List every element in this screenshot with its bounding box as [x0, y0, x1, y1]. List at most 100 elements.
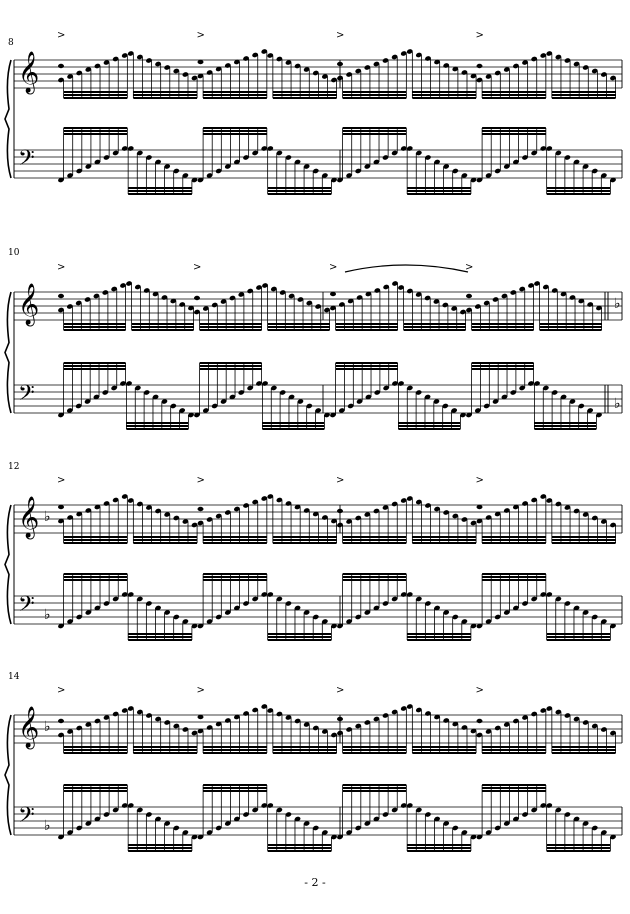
- note-head: [356, 399, 363, 404]
- note-head: [155, 508, 161, 514]
- note-head: [337, 177, 343, 183]
- note-head: [243, 56, 249, 61]
- note-head: [406, 496, 413, 501]
- note-head: [415, 292, 422, 297]
- note-head: [424, 295, 431, 301]
- note-head: [451, 408, 458, 413]
- note-head: [452, 66, 459, 72]
- note-head: [191, 522, 198, 528]
- accent-mark: >: [57, 475, 65, 486]
- note-head: [294, 605, 301, 611]
- note-head: [346, 173, 353, 178]
- note-head: [346, 830, 353, 835]
- note-head: [400, 803, 407, 808]
- note-head: [425, 601, 431, 606]
- note-head: [356, 295, 363, 300]
- note-head: [127, 51, 134, 56]
- note-head: [492, 399, 499, 404]
- note-head: [261, 592, 268, 597]
- note-head: [252, 807, 259, 813]
- note-head: [267, 53, 274, 58]
- note-head: [191, 75, 198, 81]
- note-head: [542, 284, 549, 290]
- note-head: [112, 807, 119, 813]
- note-head: [234, 816, 240, 822]
- note-head: [215, 513, 222, 519]
- note-head: [197, 520, 204, 526]
- measure-number: 12: [8, 462, 20, 472]
- note-head: [85, 67, 92, 72]
- note-head: [451, 306, 458, 311]
- note-head: [261, 146, 268, 151]
- note-head: [346, 619, 353, 624]
- note-head: [443, 510, 450, 515]
- note-head: [569, 399, 576, 404]
- note-head: [194, 295, 200, 301]
- note-head: [587, 302, 594, 307]
- note-head: [321, 830, 328, 835]
- note-head: [400, 146, 407, 151]
- note-head: [224, 63, 231, 68]
- note-head: [312, 168, 319, 174]
- note-head: [267, 146, 274, 151]
- treble-clef: 𝄞: [18, 496, 39, 539]
- note-head: [555, 596, 562, 602]
- note-head: [540, 53, 547, 58]
- note-head: [67, 729, 74, 734]
- note-head: [288, 293, 295, 299]
- note-head: [112, 596, 119, 602]
- note-head: [555, 150, 562, 156]
- note-head: [519, 385, 526, 391]
- note-head: [155, 605, 161, 611]
- note-head: [531, 596, 538, 602]
- note-head: [94, 63, 101, 69]
- note-head: [513, 159, 519, 165]
- note-head: [76, 168, 83, 174]
- note-head: [452, 721, 459, 727]
- note-head: [243, 503, 249, 508]
- bass-clef: 𝄢: [18, 592, 35, 622]
- note-head: [501, 293, 508, 299]
- note-head: [391, 709, 398, 715]
- note-head: [58, 307, 64, 313]
- note-head: [67, 74, 74, 79]
- note-head: [519, 286, 526, 292]
- note-head: [485, 830, 492, 835]
- note-head: [452, 513, 459, 519]
- note-head: [121, 53, 128, 58]
- note-head: [522, 812, 528, 817]
- note-head: [433, 299, 440, 304]
- note-head: [569, 295, 576, 300]
- note-head: [425, 155, 431, 160]
- note-head: [206, 173, 213, 178]
- note-head: [197, 177, 204, 183]
- note-head: [234, 159, 240, 165]
- note-head: [406, 704, 413, 709]
- note-head: [494, 825, 501, 831]
- note-head: [136, 501, 143, 507]
- note-head: [152, 291, 159, 297]
- note-head: [85, 821, 92, 826]
- note-head: [173, 68, 180, 74]
- note-head: [573, 816, 580, 822]
- accent-mark: >: [476, 30, 484, 41]
- note-head: [373, 716, 380, 722]
- note-head: [152, 394, 159, 400]
- note-head: [461, 830, 468, 835]
- note-head: [164, 164, 171, 169]
- note-head: [406, 592, 413, 597]
- note-head: [355, 614, 362, 620]
- note-head: [202, 408, 209, 413]
- note-head: [247, 385, 254, 391]
- note-head: [94, 605, 101, 611]
- note-head: [434, 816, 440, 822]
- note-head: [383, 284, 390, 290]
- note-head: [267, 803, 274, 808]
- note-head: [285, 715, 292, 720]
- note-head: [485, 74, 492, 79]
- note-head: [220, 299, 227, 304]
- note-head: [503, 508, 510, 513]
- note-head: [243, 601, 249, 606]
- note-head: [285, 60, 292, 65]
- note-head: [591, 515, 598, 521]
